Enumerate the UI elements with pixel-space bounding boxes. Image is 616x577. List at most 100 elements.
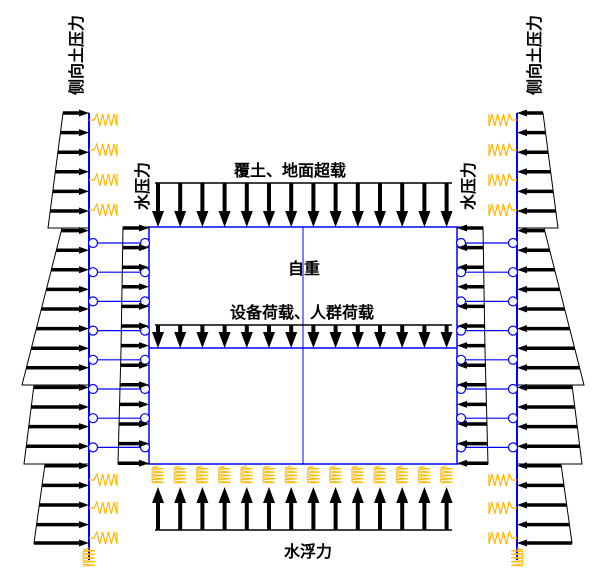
pressure-arrow-head: [79, 539, 89, 547]
base-spring: [82, 547, 96, 567]
load-arrow-head: [196, 487, 209, 503]
load-arrow-head: [329, 487, 342, 503]
pressure-arrow-head: [79, 187, 89, 195]
pressure-arrow-head: [457, 224, 467, 232]
load-arrow-head: [263, 332, 275, 348]
pressure-arrow-head: [79, 148, 89, 156]
hinge-circle: [455, 413, 467, 424]
pressure-arrow-head: [517, 285, 527, 293]
soil-spring: [89, 172, 118, 187]
load-arrow-head: [418, 211, 431, 227]
label-water-pressure-left: 水压力: [133, 162, 152, 210]
pressure-arrow-head: [517, 481, 527, 489]
hinge-circle: [87, 267, 99, 278]
pressure-arrow-head: [517, 501, 527, 509]
pressure-arrow-head: [139, 283, 149, 291]
hinge-circle: [507, 267, 519, 278]
soil-spring: [488, 202, 517, 217]
pressure-arrow-head: [79, 481, 89, 489]
label-lateral-earth-pressure-left: 侧向土压力: [67, 15, 86, 95]
load-arrow-head: [263, 487, 275, 503]
pressure-arrow-head: [457, 283, 467, 291]
pressure-arrow-head: [139, 322, 149, 330]
pressure-arrow-head: [457, 302, 467, 310]
pressure-arrow-head: [79, 246, 89, 254]
vertical-loads: [151, 182, 453, 531]
pressure-arrow-head: [457, 361, 467, 369]
pressure-arrow-head: [79, 442, 89, 450]
hinge-circle: [87, 354, 99, 365]
pressure-arrow-head: [457, 322, 467, 330]
hinge-circle: [507, 296, 519, 307]
base-spring: [173, 465, 187, 484]
load-arrow-head: [196, 332, 209, 348]
pressure-arrow-head: [517, 109, 527, 117]
pressure-arrow-head: [517, 207, 527, 215]
hinge-circle: [87, 413, 99, 424]
pressure-arrow-head: [517, 462, 527, 470]
load-arrow-head: [440, 211, 453, 227]
base-spring: [373, 465, 387, 484]
load-arrow-head: [218, 487, 231, 503]
pressure-arrow-head: [517, 442, 527, 450]
pressure-arrow-head: [517, 148, 527, 156]
pressure-arrow-head: [79, 305, 89, 313]
base-spring: [240, 465, 253, 484]
hinge-circle: [87, 383, 99, 395]
load-arrow-head: [440, 332, 453, 348]
base-spring: [306, 465, 320, 484]
pressure-arrow-head: [79, 325, 89, 333]
pressure-arrow-head: [79, 501, 89, 509]
pressure-arrow-head: [79, 403, 89, 411]
soil-spring: [89, 142, 118, 157]
load-arrow-head: [240, 211, 253, 227]
soil-spring: [488, 112, 517, 127]
pressure-arrow-head: [79, 423, 89, 431]
pressure-arrow-head: [139, 263, 149, 271]
pressure-arrow-head: [457, 244, 467, 252]
soil-spring: [89, 112, 118, 127]
pressure-arrow-head: [79, 129, 89, 137]
pressure-arrow-head: [79, 521, 89, 529]
base-spring: [417, 465, 431, 484]
pressure-arrow-head: [517, 246, 527, 254]
load-arrow-head: [152, 211, 164, 227]
load-arrow-head: [307, 332, 320, 348]
base-spring: [151, 465, 165, 484]
pressure-arrow-head: [79, 285, 89, 293]
pressure-arrow-head: [517, 129, 527, 137]
pressure-arrow-head: [517, 168, 527, 176]
load-arrow-head: [329, 332, 342, 348]
pressure-arrow-head: [139, 342, 149, 350]
pressure-arrow-head: [517, 227, 527, 235]
base-spring: [218, 465, 231, 484]
hinge-circle: [87, 237, 99, 249]
pressure-arrow-head: [517, 325, 527, 333]
label-overburden-surcharge: 覆土、地面超载: [233, 161, 346, 180]
load-arrow-head: [240, 332, 253, 348]
load-arrow-head: [174, 332, 187, 348]
load-arrow-head: [218, 332, 231, 348]
pressure-arrow-head: [457, 440, 467, 448]
hinge-circle: [507, 383, 519, 395]
soil-spring: [89, 530, 118, 545]
pressure-arrow-head: [139, 224, 149, 232]
hinge-circle: [507, 442, 519, 453]
pressure-arrow-head: [517, 521, 527, 529]
pressure-arrow-head: [139, 381, 149, 389]
pressure-arrow-head: [517, 187, 527, 195]
pressure-arrow-head: [139, 361, 149, 369]
soil-spring: [488, 530, 517, 545]
load-arrow-head: [351, 487, 364, 503]
pressure-arrow-head: [517, 344, 527, 352]
pressure-arrow-head: [139, 459, 149, 467]
pressure-arrow-head: [79, 462, 89, 470]
base-spring: [510, 547, 524, 567]
hinge-circle: [139, 413, 151, 424]
pressure-arrow-head: [79, 109, 89, 117]
pressure-arrow-head: [79, 168, 89, 176]
pressure-arrow-head: [79, 266, 89, 274]
pressure-arrow-head: [517, 305, 527, 313]
pressure-arrow-head: [457, 400, 467, 408]
base-spring: [440, 465, 453, 484]
